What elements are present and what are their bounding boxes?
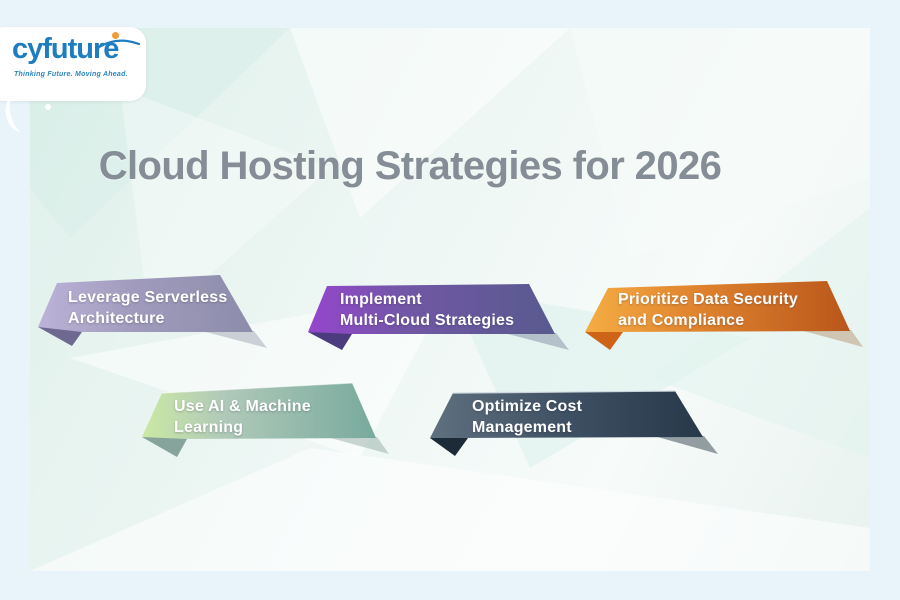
banner-line1: Implement — [340, 291, 422, 308]
banner-line2: and Compliance — [618, 312, 745, 329]
brand-dot-icon — [112, 32, 119, 39]
paint-stroke-dot-icon — [45, 104, 51, 110]
banner-data-security: Prioritize Data Security and Compliance — [585, 275, 867, 357]
banner-ai-ml: Use AI & Machine Learning — [142, 379, 394, 463]
banner-line2: Architecture — [68, 310, 165, 327]
banner-label: Use AI & Machine Learning — [174, 396, 311, 438]
banner-line2: Management — [472, 419, 572, 436]
brand-logo-box: cyfuture Thinking Future. Moving Ahead. — [0, 27, 146, 101]
banner-line1: Optimize Cost — [472, 398, 583, 415]
banner-multi-cloud: Implement Multi-Cloud Strategies — [308, 278, 574, 358]
banner-line2: Learning — [174, 419, 244, 436]
brand-logo-text: cyfuture — [12, 33, 119, 65]
banner-leverage-serverless: Leverage Serverless Architecture — [38, 273, 270, 353]
ribbon-shape-serverless-icon — [38, 275, 267, 348]
brand-swoosh-icon — [98, 39, 140, 49]
brand-tagline: Thinking Future. Moving Ahead. — [14, 71, 128, 78]
ribbon-shape-ai-ml-icon — [142, 382, 389, 457]
page-title: Cloud Hosting Strategies for 2026 — [98, 144, 722, 188]
banner-line1: Prioritize Data Security — [618, 291, 798, 308]
banner-label: Prioritize Data Security and Compliance — [618, 289, 798, 331]
banner-label: Leverage Serverless Architecture — [68, 287, 227, 329]
banner-line1: Use AI & Machine — [174, 398, 311, 415]
ribbon-shape-cost-icon — [430, 390, 718, 456]
banner-cost-management: Optimize Cost Management — [430, 384, 724, 464]
ribbon-shape-multi-cloud-icon — [308, 284, 569, 350]
banner-label: Optimize Cost Management — [472, 396, 582, 438]
banner-line1: Leverage Serverless — [68, 289, 228, 306]
ribbon-shape-security-icon — [585, 281, 863, 350]
banner-label: Implement Multi-Cloud Strategies — [340, 289, 514, 331]
banner-line2: Multi-Cloud Strategies — [340, 312, 515, 329]
